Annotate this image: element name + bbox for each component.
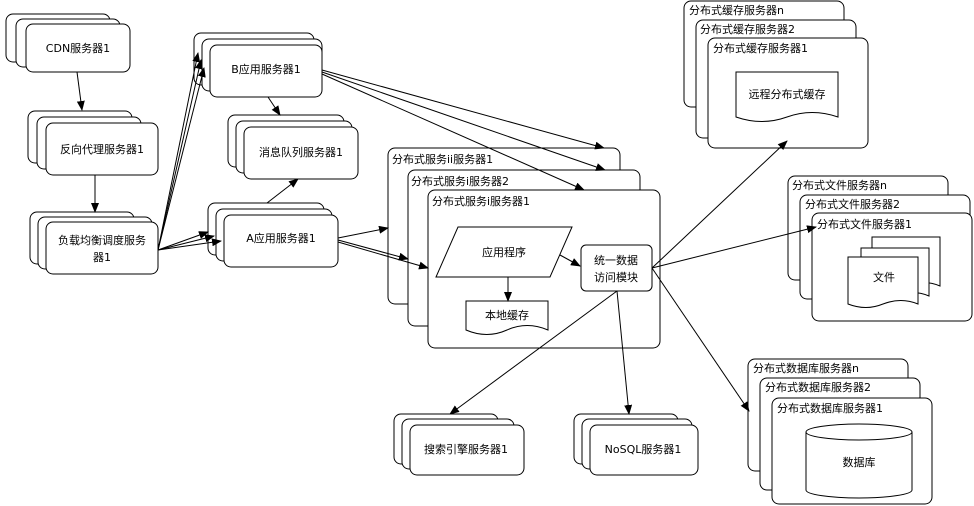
cdn-label: CDN服务器1 bbox=[46, 42, 110, 55]
file-n-label: 分布式文件服务器n bbox=[792, 178, 887, 192]
reverse-proxy-label: 反向代理服务器1 bbox=[60, 142, 144, 156]
db-n-label: 分布式数据库服务器n bbox=[753, 361, 859, 375]
reverse-proxy-server-stack bbox=[27, 110, 159, 176]
nosql-server-stack bbox=[573, 413, 699, 476]
b-app-server-stack bbox=[193, 32, 323, 98]
db-1-label: 分布式数据库服务器1 bbox=[777, 401, 883, 415]
a-app-label: A应用服务器1 bbox=[246, 231, 316, 245]
search-engine-label: 搜索引擎服务器1 bbox=[424, 442, 508, 456]
svc-ii-label: 分布式服务ii服务器1 bbox=[392, 153, 493, 166]
mq-label: 消息队列服务器1 bbox=[259, 145, 343, 159]
svc-i1-label: 分布式服务i服务器1 bbox=[432, 195, 530, 208]
unified-data-access-module bbox=[580, 244, 653, 292]
app-program-parallelogram bbox=[435, 226, 573, 278]
load-balancer-server-stack bbox=[29, 211, 159, 275]
file-doc-label: 文件 bbox=[873, 270, 895, 284]
nosql-label: NoSQL服务器1 bbox=[605, 443, 682, 456]
remote-cache-document-shape bbox=[735, 71, 839, 122]
unified-module-label-line2: 访问模块 bbox=[594, 271, 638, 284]
svc-i2-label: 分布式服务i服务器2 bbox=[411, 175, 509, 188]
cache-1-label: 分布式缓存服务器1 bbox=[713, 41, 808, 55]
file-2-label: 分布式文件服务器2 bbox=[805, 197, 900, 211]
connection-arrows bbox=[76, 52, 817, 415]
database-cylinder bbox=[805, 432, 913, 499]
remote-cache-label: 远程分布式缓存 bbox=[749, 87, 826, 101]
file-document-shape bbox=[847, 256, 919, 308]
file-1-label: 分布式文件服务器1 bbox=[817, 217, 912, 231]
unified-module-label-line1: 统一数据 bbox=[594, 253, 638, 267]
a-app-server-stack bbox=[207, 202, 339, 268]
load-balancer-label-line2: 器1 bbox=[93, 251, 111, 264]
db-2-label: 分布式数据库服务器2 bbox=[765, 380, 871, 394]
search-engine-server-stack bbox=[393, 413, 525, 476]
app-program-label: 应用程序 bbox=[482, 245, 526, 259]
local-cache-label: 本地缓存 bbox=[485, 308, 529, 322]
cache-n-label: 分布式缓存服务器n bbox=[689, 3, 784, 17]
local-cache-document-shape bbox=[465, 300, 549, 335]
b-app-label: B应用服务器1 bbox=[231, 62, 301, 76]
database-cylinder-top bbox=[805, 423, 913, 441]
message-queue-server-stack bbox=[227, 114, 359, 180]
database-label: 数据库 bbox=[843, 455, 876, 469]
cdn-server-stack bbox=[5, 13, 131, 73]
cache-2-label: 分布式缓存服务器2 bbox=[700, 22, 795, 36]
load-balancer-label-line1: 负载均衡调度服务 bbox=[58, 233, 146, 247]
